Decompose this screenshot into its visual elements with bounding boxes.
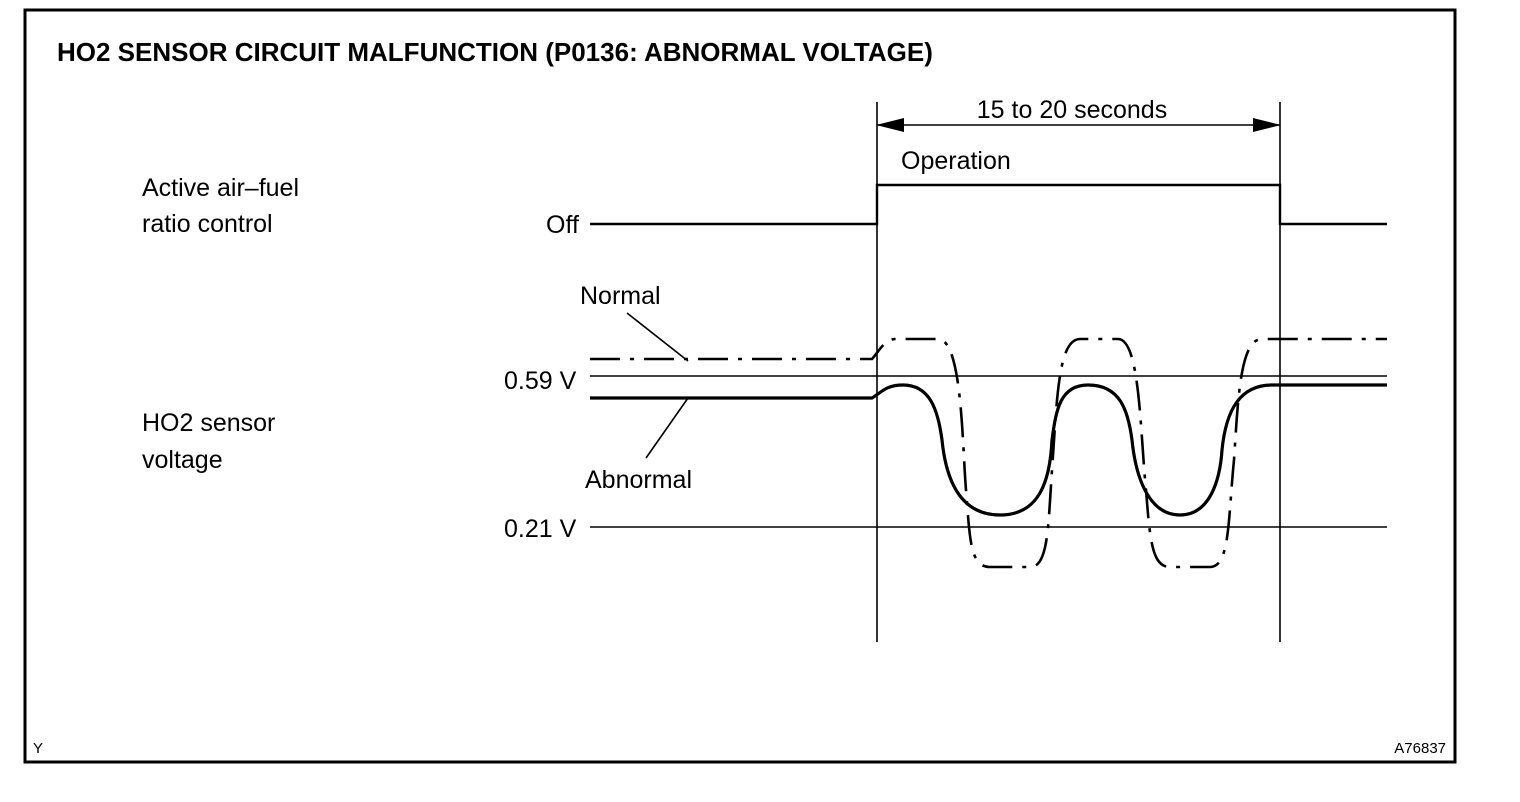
abnormal-waveform	[590, 383, 1387, 517]
off-label: Off	[546, 211, 579, 239]
figure-id: A76837	[1394, 740, 1446, 757]
sensor-label-line1: HO2 sensor	[142, 409, 275, 437]
abnormal-leader-line	[645, 397, 689, 459]
sensor-label-line2: voltage	[142, 446, 223, 474]
upper-threshold-label: 0.59 V	[504, 367, 577, 395]
operation-label: Operation	[901, 147, 1011, 175]
normal-waveform	[590, 337, 1387, 569]
active-control-label-line1: Active air–fuel	[142, 174, 299, 202]
active-control-label-line2: ratio control	[142, 210, 273, 238]
active-control-signal	[590, 183, 1387, 226]
footer-left-code: Y	[33, 740, 43, 757]
normal-label: Normal	[580, 282, 661, 310]
normal-leader-line	[626, 312, 689, 362]
abnormal-label: Abnormal	[585, 466, 692, 494]
diagram-title: HO2 SENSOR CIRCUIT MALFUNCTION (P0136: A…	[57, 37, 933, 67]
lower-threshold-label: 0.21 V	[504, 515, 577, 543]
duration-label: 15 to 20 seconds	[977, 96, 1167, 124]
figure-frame	[23, 8, 1457, 764]
